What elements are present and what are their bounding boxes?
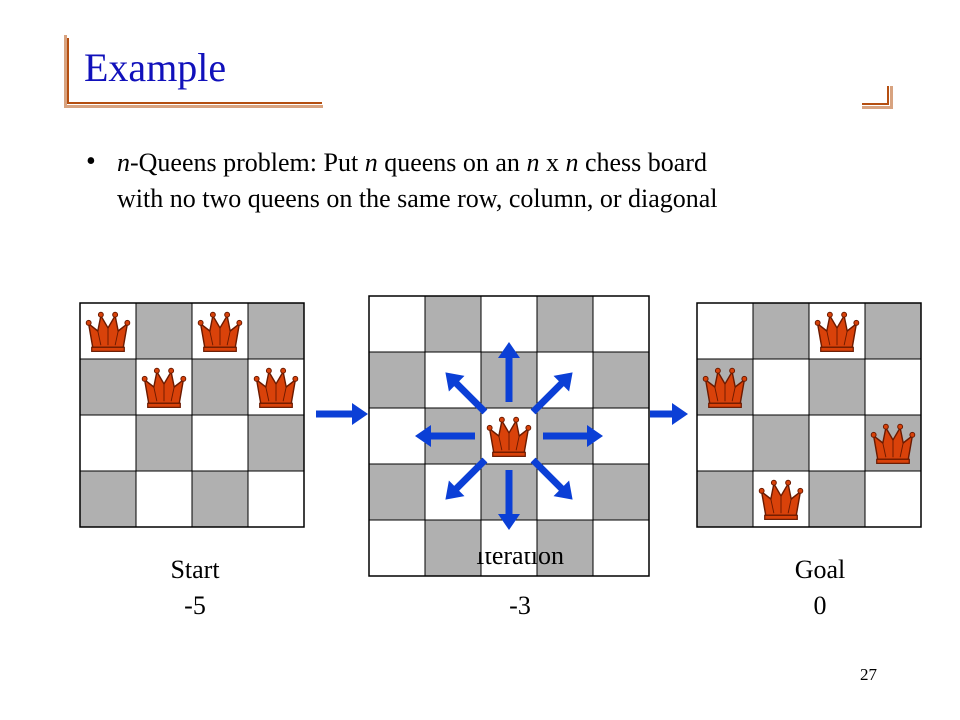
start-square bbox=[191, 414, 249, 472]
start-square bbox=[247, 302, 305, 360]
queen-move-arrow bbox=[445, 457, 488, 500]
goal-square bbox=[696, 302, 754, 360]
start-square bbox=[79, 358, 137, 416]
iteration-to-goal-arrow bbox=[650, 403, 688, 425]
iteration-border bbox=[368, 295, 650, 577]
iteration-square bbox=[592, 295, 650, 353]
goal-square bbox=[864, 470, 922, 528]
iteration-square bbox=[592, 519, 650, 577]
queen-move-arrow bbox=[530, 457, 573, 500]
iteration-square bbox=[368, 519, 426, 577]
iteration-board bbox=[368, 295, 650, 577]
title-frame-shadow bbox=[64, 35, 323, 108]
start-name: Start bbox=[170, 555, 220, 584]
iteration-name-clip: Iteration bbox=[440, 552, 600, 574]
iteration-score: -3 bbox=[509, 591, 531, 620]
start-square bbox=[247, 470, 305, 528]
page-number: 27 bbox=[860, 665, 877, 684]
start-square bbox=[79, 470, 137, 528]
iteration-square bbox=[368, 463, 426, 521]
title-frame bbox=[67, 38, 322, 104]
queen-move-arrow bbox=[543, 425, 603, 447]
start-square bbox=[247, 414, 305, 472]
goal-name: Goal bbox=[794, 555, 846, 584]
start-square bbox=[191, 358, 249, 416]
slide-title: Example bbox=[84, 45, 227, 90]
iteration-square bbox=[424, 519, 482, 577]
queen-move-arrow bbox=[415, 425, 475, 447]
goal-square bbox=[808, 414, 866, 472]
start-square bbox=[191, 470, 249, 528]
start-label: Start -5 bbox=[140, 552, 250, 624]
goal-square bbox=[696, 470, 754, 528]
goal-square bbox=[864, 358, 922, 416]
goal-border bbox=[696, 302, 922, 528]
goal-board bbox=[696, 302, 922, 528]
goal-square bbox=[808, 470, 866, 528]
queen-move-arrow bbox=[498, 470, 520, 530]
start-square bbox=[135, 302, 193, 360]
iteration-square bbox=[536, 295, 594, 353]
corner-frame bbox=[862, 86, 889, 105]
queen-move-arrow bbox=[530, 372, 573, 415]
start-square bbox=[135, 414, 193, 472]
goal-square bbox=[752, 414, 810, 472]
goal-square bbox=[752, 302, 810, 360]
iteration-name: Iteration bbox=[475, 552, 565, 570]
iteration-square bbox=[368, 295, 426, 353]
corner-frame-shadow bbox=[862, 86, 893, 109]
goal-square bbox=[696, 414, 754, 472]
queen-move-arrow bbox=[498, 342, 520, 402]
goal-square bbox=[864, 302, 922, 360]
iteration-square bbox=[592, 463, 650, 521]
queen-move-arrow bbox=[445, 372, 488, 415]
move-arrows bbox=[415, 342, 603, 530]
start-square bbox=[79, 414, 137, 472]
goal-square bbox=[752, 358, 810, 416]
start-border bbox=[79, 302, 305, 528]
bullet-marker: • bbox=[86, 146, 96, 177]
bullet-line-1: n-Queens problem: Put n queens on an n x… bbox=[117, 148, 707, 177]
iteration-label: Iteration -3 bbox=[440, 552, 600, 624]
start-to-iteration-arrow bbox=[316, 403, 368, 425]
bullet-line-2: with no two queens on the same row, colu… bbox=[117, 184, 718, 213]
iteration-square bbox=[592, 351, 650, 409]
goal-score: 0 bbox=[813, 591, 827, 620]
iteration-square bbox=[536, 519, 594, 577]
start-square bbox=[135, 470, 193, 528]
iteration-square bbox=[368, 351, 426, 409]
bullet-text: n-Queens problem: Put n queens on an n x… bbox=[117, 145, 897, 217]
start-board bbox=[79, 302, 305, 528]
iteration-square bbox=[424, 295, 482, 353]
connector-arrows bbox=[316, 403, 688, 425]
goal-square bbox=[808, 358, 866, 416]
start-score: -5 bbox=[184, 591, 206, 620]
goal-label: Goal 0 bbox=[765, 552, 875, 624]
